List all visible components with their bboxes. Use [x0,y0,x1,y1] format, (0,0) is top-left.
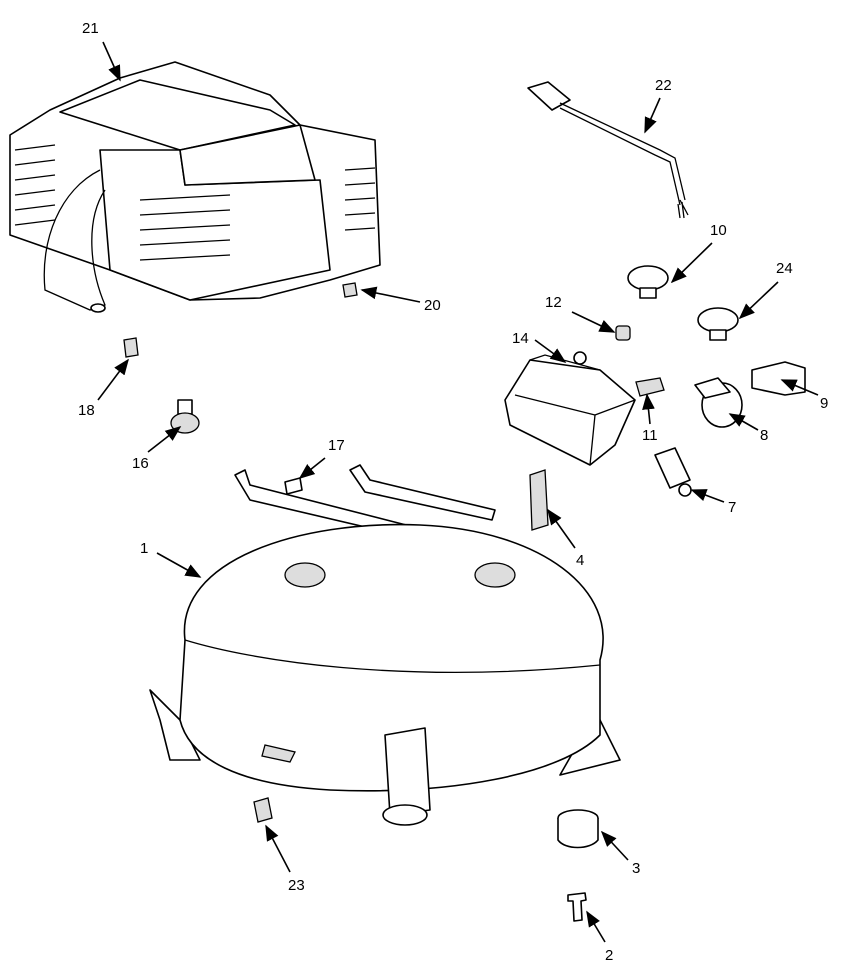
svg-text:23: 23 [288,877,305,894]
part-23-drain-valve [253,797,273,823]
part-24-cap [697,307,739,333]
callout-23: 23 [265,824,305,894]
part-14-pressure-switch [504,351,636,466]
callout-12: 12 [545,294,616,333]
part-7-safety-valve [654,447,691,489]
part-8-regulator [694,377,743,428]
svg-text:7: 7 [728,499,736,516]
callout-17: 17 [298,437,345,479]
callout-21: 21 [82,20,121,82]
callout-4: 4 [547,508,584,569]
part-3-foot [557,809,599,849]
svg-text:2: 2 [605,947,613,964]
callout-18: 18 [78,358,129,419]
svg-text:1: 1 [140,540,148,557]
callout-3: 3 [600,830,640,877]
svg-text:8: 8 [760,427,768,444]
svg-text:9: 9 [820,395,828,412]
callout-16: 16 [132,426,182,472]
part-1-tank [149,464,621,826]
svg-text:11: 11 [642,427,658,444]
svg-text:4: 4 [576,552,584,569]
svg-text:16: 16 [132,455,149,472]
part-17-bracket [284,477,303,495]
callout-22: 22 [644,77,672,134]
svg-text:20: 20 [424,297,441,314]
svg-text:18: 18 [78,402,95,419]
part-10-stem [639,287,657,299]
part-4-nipple [529,469,549,531]
part-16-fitting [170,399,200,434]
svg-text:12: 12 [545,294,562,311]
callout-1: 1 [140,540,202,578]
part-18-fitting [123,337,139,358]
svg-text:22: 22 [655,77,672,94]
svg-text:21: 21 [82,20,99,37]
part-11-nipple [635,377,665,397]
part-12-fitting [615,325,631,341]
part-10-cap [627,265,669,291]
callout-8: 8 [728,413,768,444]
part-24-stem [709,329,727,341]
callout-9: 9 [780,379,828,412]
callout-20: 20 [360,286,441,314]
svg-text:24: 24 [776,260,793,277]
callout-24: 24 [738,260,793,320]
callout-14: 14 [512,330,567,363]
svg-text:17: 17 [328,437,345,454]
callout-2: 2 [586,910,613,964]
callout-10: 10 [670,222,727,284]
svg-text:10: 10 [710,222,727,239]
svg-text:14: 14 [512,330,529,347]
callout-11: 11 [642,393,658,444]
part-21-shroud [9,61,381,313]
part-22-power-cord [527,81,689,219]
svg-text:3: 3 [632,860,640,877]
part-2-bolt [567,892,587,922]
part-20-screw [342,282,358,298]
part-9-coupler [751,361,806,396]
callout-7: 7 [690,489,736,516]
